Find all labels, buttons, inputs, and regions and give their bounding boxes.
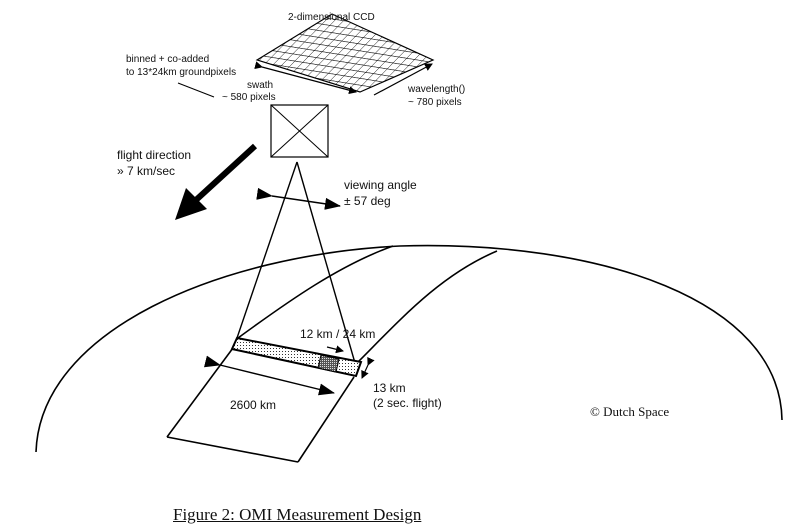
flight-speed-label: » 7 km/sec <box>117 164 175 178</box>
along-track-arrow <box>361 356 375 379</box>
binned-label-line2: to 13*24km groundpixels <box>126 67 236 78</box>
copyright-label: © Dutch Space <box>590 404 669 419</box>
ccd-title: 2-dimensional CCD <box>288 12 375 23</box>
viewing-angle-arrow <box>256 187 341 210</box>
swath-label-line2: ~ 580 pixels <box>222 92 276 103</box>
instrument-box <box>270 104 329 158</box>
viewing-angle-value: ± 57 deg <box>344 194 391 208</box>
wavelength-label-line2: ~ 780 pixels <box>408 97 462 108</box>
along-track-time-label: (2 sec. flight) <box>373 396 442 410</box>
flight-direction-arrow <box>175 143 258 220</box>
binned-leader-line <box>177 82 215 98</box>
swath-arrow <box>254 61 357 95</box>
viewing-angle-label: viewing angle <box>344 178 417 192</box>
along-track-label: 13 km <box>373 381 406 395</box>
ccd-grid <box>255 13 435 93</box>
pixel-size-label: 12 km / 24 km <box>300 327 375 341</box>
binned-label-line1: binned + co-added <box>126 54 209 65</box>
ground-track <box>166 245 498 463</box>
wavelength-label-line1: wavelength() <box>407 84 465 95</box>
swath-strip <box>230 336 363 378</box>
wavelength-arrow <box>373 63 433 96</box>
swath-label-line1: swath <box>247 80 273 91</box>
earth-limb <box>35 244 783 453</box>
swath-width-label: 2600 km <box>230 398 276 412</box>
swath-width-arrow <box>204 355 335 396</box>
pixel-size-arrow <box>326 345 344 354</box>
flight-direction-label: flight direction <box>117 148 191 162</box>
figure-caption: Figure 2: OMI Measurement Design <box>173 505 422 524</box>
